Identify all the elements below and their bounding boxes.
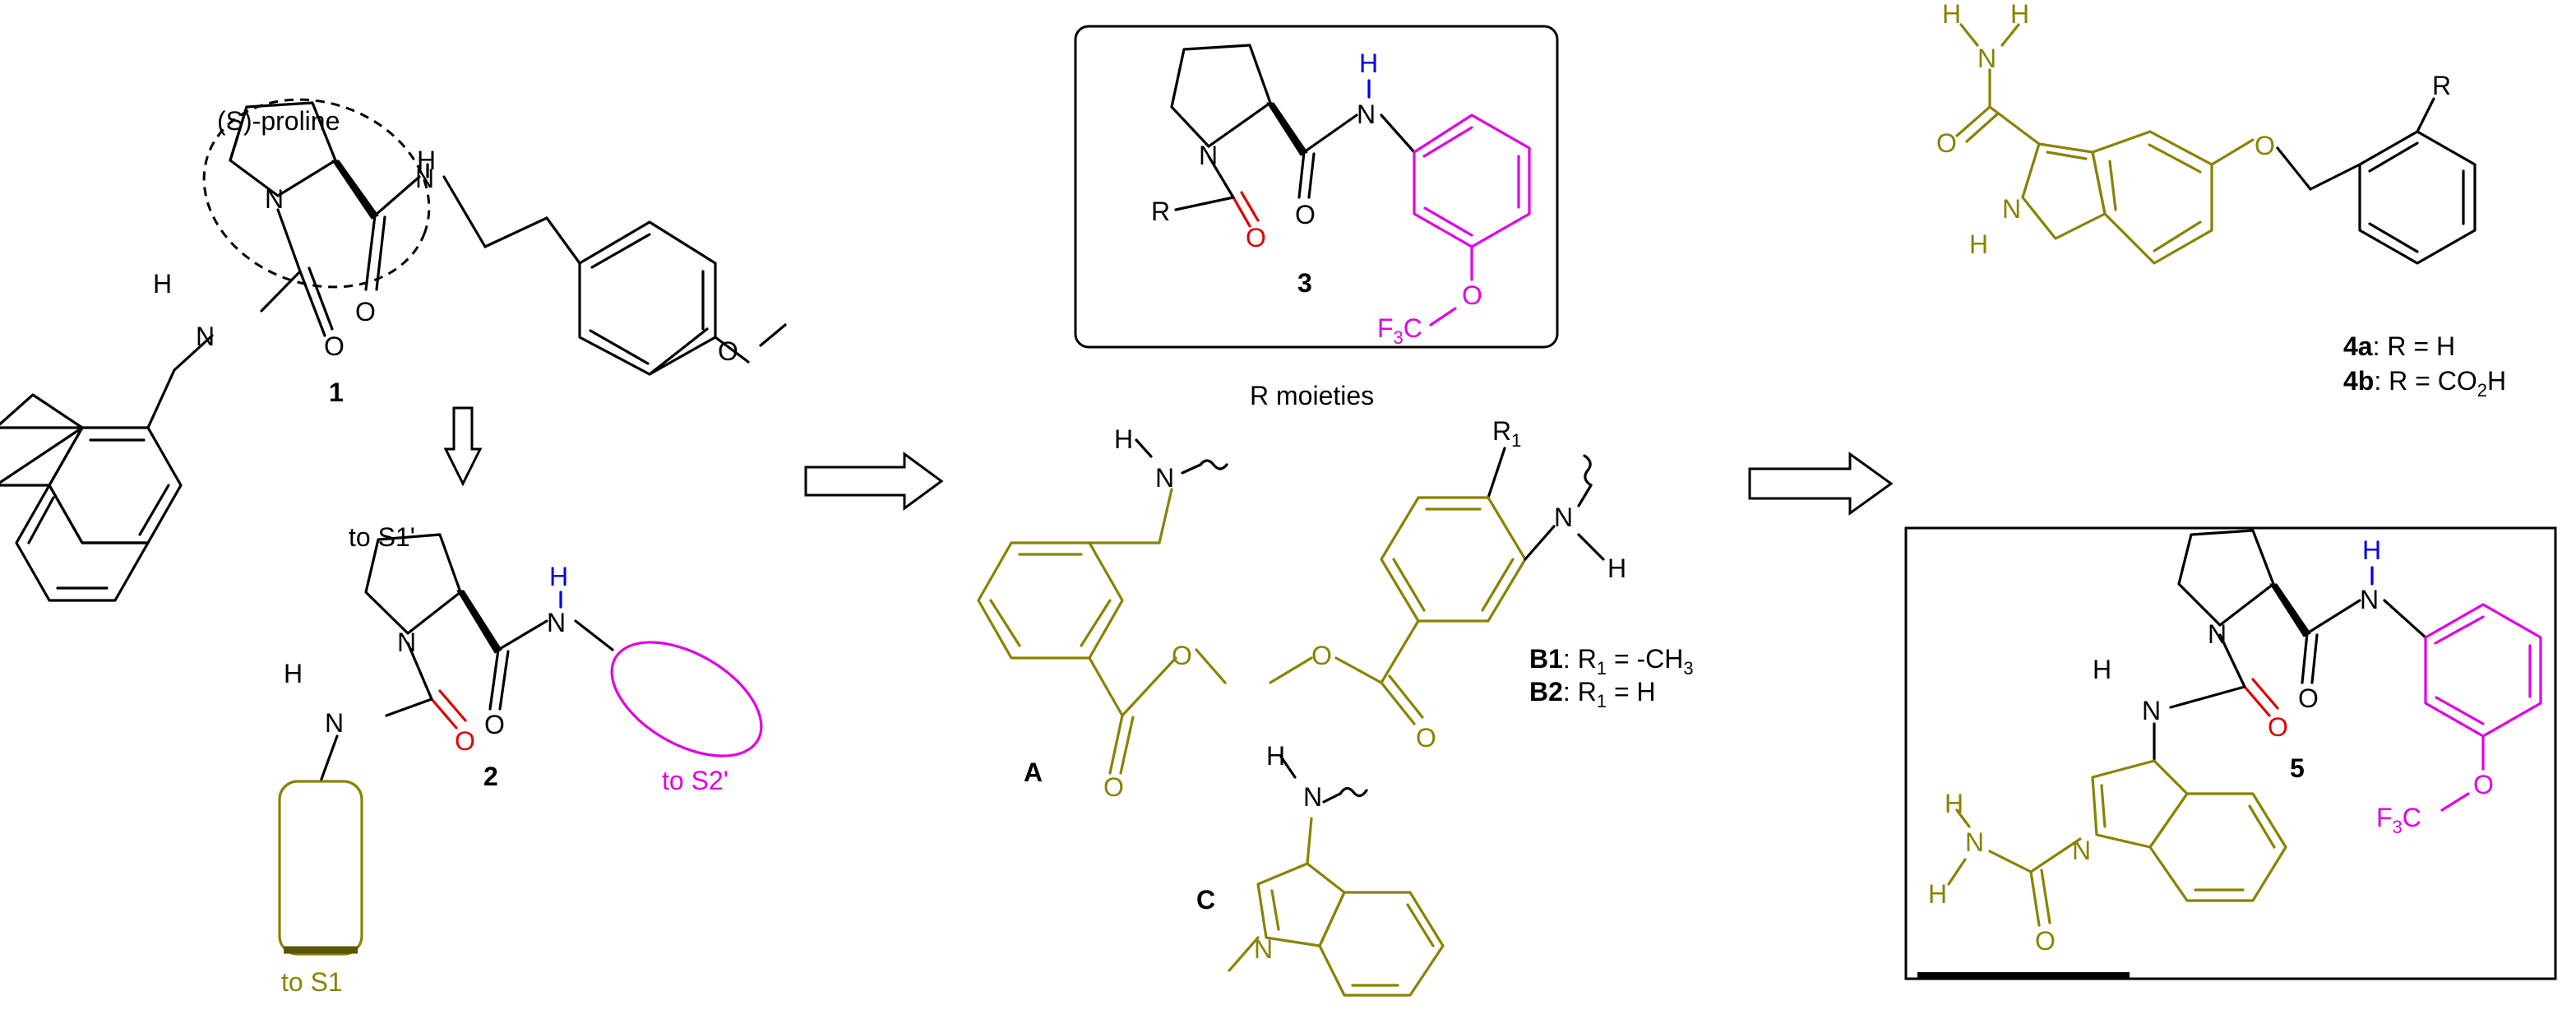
atom-h: H bbox=[1266, 741, 1285, 771]
atom-n: N bbox=[547, 608, 566, 637]
atom-r: R bbox=[2432, 71, 2451, 100]
label-4b: 4b: R = CO2H bbox=[2343, 366, 2506, 401]
atom-h: H bbox=[1945, 789, 1963, 818]
to-s1-label: to S1 bbox=[281, 967, 343, 997]
atom-o: O bbox=[2268, 712, 2288, 742]
atom-h: H bbox=[153, 269, 172, 299]
atom-n: N bbox=[325, 708, 344, 738]
compound-2 bbox=[278, 533, 763, 956]
compound-2-label: 2 bbox=[483, 762, 498, 791]
atom-o: O bbox=[1172, 641, 1192, 670]
atom-n: N bbox=[1965, 827, 1984, 857]
atom-n: N bbox=[2142, 696, 2161, 725]
atom-f3c: F3C bbox=[1377, 313, 1422, 348]
atom-h: H bbox=[1607, 554, 1626, 583]
compound-5-label: 5 bbox=[2290, 753, 2305, 783]
atom-o: O bbox=[2035, 926, 2056, 956]
atom-o: O bbox=[1936, 128, 1957, 158]
atom-r: R bbox=[1151, 197, 1170, 226]
label-4a: 4a: R = H bbox=[2343, 331, 2455, 361]
atom-r1: R1 bbox=[1492, 416, 1521, 451]
moiety-c-label: C bbox=[1196, 885, 1215, 915]
atom-n: N bbox=[2002, 194, 2021, 224]
atom-o: O bbox=[1295, 200, 1316, 229]
down-arrow-icon bbox=[443, 406, 483, 487]
atom-n: N bbox=[2072, 836, 2091, 865]
atom-n: N bbox=[1554, 503, 1573, 532]
right-arrow-icon bbox=[1748, 452, 1894, 516]
atom-h: H bbox=[1942, 0, 1961, 29]
atom-n: N bbox=[415, 164, 434, 193]
atom-h: H bbox=[2362, 535, 2381, 565]
r-moieties-label: R moieties bbox=[1250, 381, 1374, 410]
b2-label: B2: R1 = H bbox=[1529, 677, 1656, 711]
moiety-b bbox=[1269, 447, 1605, 725]
atom-n: N bbox=[1155, 463, 1174, 493]
atom-o: O bbox=[455, 726, 475, 756]
atom-o: O bbox=[1246, 223, 1266, 252]
compound-1-label: 1 bbox=[329, 378, 344, 407]
atom-o: O bbox=[1311, 641, 1332, 670]
compound-5 bbox=[1947, 529, 2542, 927]
atom-h: H bbox=[417, 146, 436, 175]
atom-h: H bbox=[1114, 424, 1133, 454]
atom-n: N bbox=[265, 184, 284, 214]
atom-o: O bbox=[324, 331, 345, 361]
compound-3 bbox=[1170, 44, 1531, 327]
atom-f3c: F3C bbox=[2376, 803, 2421, 837]
to-s1p-label: to S1' bbox=[349, 522, 415, 552]
compound-4 bbox=[1955, 23, 2477, 265]
atom-o: O bbox=[718, 336, 738, 366]
b1-label: B1: R1 = -CH3 bbox=[1529, 644, 1694, 679]
compound-3-box bbox=[1074, 25, 1559, 349]
proline-label: (S)-proline bbox=[217, 106, 340, 136]
atom-n: N bbox=[1977, 44, 1996, 73]
atom-h: H bbox=[1928, 879, 1947, 909]
atom-n: N bbox=[397, 628, 416, 657]
atom-o: O bbox=[2255, 131, 2275, 160]
atom-o: O bbox=[2298, 683, 2319, 713]
atom-o: O bbox=[484, 710, 505, 739]
atom-h: H bbox=[284, 659, 303, 688]
atom-o: O bbox=[355, 297, 376, 327]
compound-5-box bbox=[1904, 526, 2557, 980]
atom-h: H bbox=[549, 562, 568, 591]
atom-h: H bbox=[2093, 655, 2111, 684]
compound-1 bbox=[0, 98, 787, 602]
to-s2p-label: to S2' bbox=[662, 766, 728, 795]
atom-n: N bbox=[1254, 934, 1273, 964]
atom-n: N bbox=[1357, 100, 1376, 129]
atom-o: O bbox=[1462, 280, 1482, 310]
compound-3-label: 3 bbox=[1297, 268, 1312, 298]
atom-o: O bbox=[1103, 772, 1124, 802]
atom-o: O bbox=[2473, 770, 2494, 799]
atom-n: N bbox=[1199, 141, 1218, 170]
right-arrow-icon bbox=[804, 452, 944, 511]
atom-h: H bbox=[1359, 49, 1378, 78]
atom-h: H bbox=[1969, 229, 1988, 259]
atom-n: N bbox=[196, 322, 215, 351]
atom-n: N bbox=[2360, 585, 2379, 614]
atom-n: N bbox=[1303, 782, 1322, 812]
moiety-a bbox=[977, 438, 1228, 775]
moiety-a-label: A bbox=[1024, 758, 1043, 787]
atom-n: N bbox=[2208, 619, 2227, 649]
atom-h: H bbox=[2010, 0, 2029, 29]
atom-o: O bbox=[1416, 723, 1436, 753]
moiety-c bbox=[1228, 755, 1445, 997]
